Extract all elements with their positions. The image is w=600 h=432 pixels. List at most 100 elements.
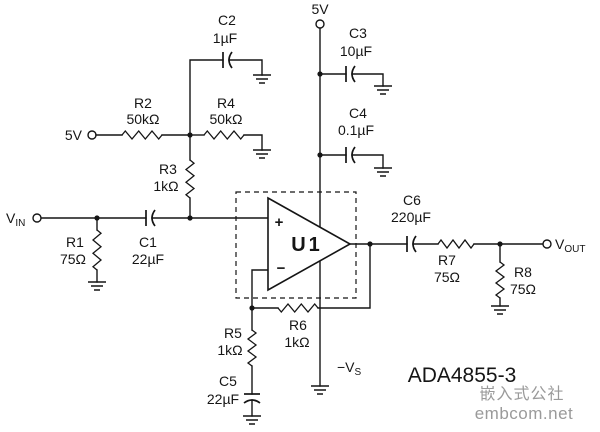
capacitor-c6-value: 220µF bbox=[391, 209, 431, 225]
input-port-label-subscript: IN bbox=[15, 218, 25, 229]
junction-dot bbox=[187, 132, 193, 138]
resistor-r1: R1 75Ω bbox=[60, 217, 106, 291]
resistor-r5-body bbox=[246, 329, 258, 367]
resistor-r2-value: 50kΩ bbox=[126, 111, 159, 127]
capacitor-c5: C5 22µF bbox=[207, 373, 261, 425]
capacitor-c6: C6 220µF bbox=[349, 192, 439, 253]
bias-supply-terminal bbox=[87, 130, 97, 140]
resistor-r3: R3 1kΩ bbox=[153, 159, 196, 219]
negative-supply-label-subscript: S bbox=[355, 367, 362, 378]
opamp-u1-ref: U1 bbox=[291, 234, 323, 256]
resistor-r2: R2 50kΩ bbox=[95, 95, 191, 141]
output-port-terminal bbox=[542, 239, 552, 249]
capacitor-c4-value: 0.1µF bbox=[338, 122, 374, 138]
negative-supply-label: −VS bbox=[337, 359, 362, 378]
capacitor-c4: C4 0.1µF bbox=[319, 105, 392, 177]
ground-symbol-c4 bbox=[374, 167, 392, 177]
capacitor-c3-ref: C3 bbox=[349, 25, 367, 41]
capacitor-c5-ref: C5 bbox=[219, 373, 237, 389]
bias-supply: 5V bbox=[65, 127, 97, 143]
resistor-r5: R5 1kΩ bbox=[217, 325, 258, 395]
watermark-name: 嵌入式公社 bbox=[479, 384, 564, 403]
resistor-r7-ref: R7 bbox=[438, 252, 456, 268]
capacitor-c6-ref: C6 bbox=[403, 192, 421, 208]
output-port: VOUT bbox=[542, 236, 585, 255]
capacitor-c1-value: 22µF bbox=[132, 251, 164, 267]
opamp-package-outline bbox=[235, 191, 357, 299]
junction-dot bbox=[249, 305, 255, 311]
output-port-label-subscript: OUT bbox=[564, 244, 585, 255]
positive-supply-label: 5V bbox=[311, 1, 329, 17]
wire-c2-to-ground bbox=[228, 59, 263, 76]
ground-symbol-r4 bbox=[253, 149, 271, 159]
capacitor-c3-value: 10µF bbox=[340, 43, 372, 59]
junction-dot bbox=[367, 241, 373, 247]
capacitor-c2: C2 1µF bbox=[189, 12, 271, 161]
output-port-label-main: V bbox=[555, 236, 565, 252]
ground-symbol-c2 bbox=[253, 74, 271, 84]
positive-supply-terminal bbox=[315, 19, 325, 29]
wire-r4-to-ground bbox=[243, 134, 263, 151]
junction-dot bbox=[317, 71, 323, 77]
part-number: ADA4855-3 bbox=[408, 364, 517, 387]
resistor-r8-ref: R8 bbox=[514, 264, 532, 280]
resistor-r8: R8 75Ω bbox=[491, 243, 536, 315]
junction-dot bbox=[94, 215, 100, 221]
wire-c4-to-ground bbox=[351, 154, 384, 169]
resistor-r2-body bbox=[121, 129, 163, 141]
opamp-minus-sign: − bbox=[277, 260, 286, 277]
resistor-r5-value: 1kΩ bbox=[217, 342, 242, 358]
ground-symbol-c3 bbox=[374, 85, 392, 95]
resistor-r7-value: 75Ω bbox=[434, 269, 460, 285]
ground-symbol-c5 bbox=[243, 415, 261, 425]
resistor-r3-ref: R3 bbox=[159, 161, 177, 177]
resistor-r4-body bbox=[203, 129, 245, 141]
resistor-r1-body bbox=[91, 229, 103, 271]
resistor-r6-body bbox=[277, 302, 319, 314]
wire-bias-node-to-c2 bbox=[189, 59, 224, 161]
capacitor-c2-ref: C2 bbox=[218, 12, 236, 28]
output-port-label: VOUT bbox=[555, 236, 585, 255]
bias-supply-label: 5V bbox=[65, 127, 83, 143]
opamp-u1-triangle bbox=[267, 196, 352, 292]
ground-symbol-negative-supply bbox=[311, 385, 329, 395]
capacitor-c3: C3 10µF bbox=[319, 25, 392, 95]
junction-dot bbox=[187, 215, 193, 221]
positive-supply: 5V bbox=[311, 1, 329, 228]
resistor-r8-body bbox=[494, 261, 506, 299]
junction-dots bbox=[94, 71, 503, 311]
capacitor-c4-ref: C4 bbox=[349, 105, 367, 121]
input-port-label-main: V bbox=[6, 210, 16, 226]
capacitor-c5-value: 22µF bbox=[207, 391, 239, 407]
resistor-r1-ref: R1 bbox=[66, 234, 84, 250]
resistor-r3-value: 1kΩ bbox=[153, 178, 178, 194]
watermark-site: embcom.net bbox=[475, 404, 574, 423]
negative-supply: −VS bbox=[311, 260, 362, 395]
junction-dot bbox=[317, 152, 323, 158]
resistor-r6: R6 1kΩ bbox=[251, 302, 319, 350]
resistor-r3-body bbox=[184, 159, 196, 199]
wire-inverting-input bbox=[251, 269, 269, 331]
resistor-r6-value: 1kΩ bbox=[284, 334, 309, 350]
resistor-r4-ref: R4 bbox=[217, 95, 235, 111]
capacitor-c2-value: 1µF bbox=[213, 30, 237, 46]
input-port-label: VIN bbox=[6, 210, 25, 229]
resistor-r1-value: 75Ω bbox=[60, 251, 86, 267]
negative-supply-label-main: −V bbox=[337, 359, 355, 375]
input-port-terminal bbox=[32, 213, 42, 223]
ground-symbol-r8 bbox=[491, 305, 509, 315]
resistor-r4-value: 50kΩ bbox=[209, 111, 242, 127]
wire-feedback bbox=[317, 243, 371, 309]
resistor-r5-ref: R5 bbox=[224, 325, 242, 341]
resistor-r6-ref: R6 bbox=[289, 317, 307, 333]
resistor-r8-value: 75Ω bbox=[510, 281, 536, 297]
resistor-r2-ref: R2 bbox=[134, 95, 152, 111]
wire-c3-to-ground bbox=[351, 73, 384, 87]
resistor-r7-body bbox=[437, 238, 475, 250]
opamp-plus-sign: + bbox=[275, 214, 284, 231]
resistor-r7: R7 75Ω bbox=[434, 238, 544, 285]
junction-dot bbox=[497, 241, 503, 247]
resistor-r4: R4 50kΩ bbox=[189, 95, 271, 159]
capacitor-c1-ref: C1 bbox=[139, 234, 157, 250]
